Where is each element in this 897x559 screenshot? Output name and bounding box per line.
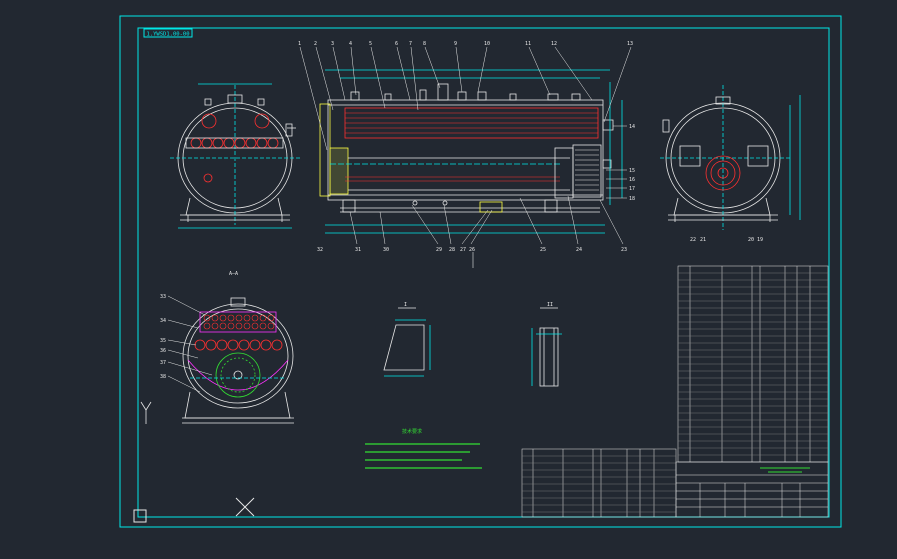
end-view-callouts: 22 21 20 19 bbox=[690, 237, 763, 243]
callout-1: 1 bbox=[298, 41, 301, 47]
callout-24: 24 bbox=[576, 247, 582, 253]
callout-28: 28 bbox=[449, 247, 455, 253]
crosshair-cursor bbox=[235, 497, 255, 517]
callout-13: 13 bbox=[627, 41, 633, 47]
title-block bbox=[675, 461, 829, 518]
rear-end-view bbox=[660, 85, 801, 230]
callout-37: 37 bbox=[160, 360, 166, 366]
callout-5: 5 bbox=[369, 41, 372, 47]
detail-view-i bbox=[383, 307, 431, 377]
callout-3: 3 bbox=[331, 41, 334, 47]
top-callouts: 1 2 3 4 5 6 7 8 9 10 11 12 13 bbox=[298, 41, 633, 47]
bottom-callouts: 31 30 29 28 27 26 25 24 23 bbox=[355, 247, 627, 253]
parts-list-right bbox=[677, 265, 829, 463]
callout-17: 17 bbox=[629, 186, 635, 192]
outer-frame bbox=[119, 15, 842, 528]
callout-12: 12 bbox=[551, 41, 557, 47]
section-leaders bbox=[167, 295, 213, 393]
top-leaders bbox=[299, 46, 632, 151]
callout-31: 31 bbox=[355, 247, 361, 253]
detail-view-ii bbox=[531, 307, 562, 387]
right-callouts: 14 15 16 17 18 bbox=[629, 124, 635, 202]
callout-19: 19 bbox=[757, 237, 763, 243]
code-label-box bbox=[143, 28, 193, 38]
callout-7: 7 bbox=[409, 41, 412, 47]
callout-34: 34 bbox=[160, 318, 166, 324]
callout-38: 38 bbox=[160, 374, 166, 380]
callout-8: 8 bbox=[423, 41, 426, 47]
callout-33: 33 bbox=[160, 294, 166, 300]
callout-11: 11 bbox=[525, 41, 531, 47]
callout-25: 25 bbox=[540, 247, 546, 253]
callout-6: 6 bbox=[395, 41, 398, 47]
callout-14: 14 bbox=[629, 124, 635, 130]
section-a-a-view bbox=[182, 297, 294, 424]
callout-23: 23 bbox=[621, 247, 627, 253]
callout-32: 32 bbox=[317, 247, 323, 253]
callout-16: 16 bbox=[629, 177, 635, 183]
inner-frame bbox=[137, 27, 830, 518]
callout-36: 36 bbox=[160, 348, 166, 354]
ucs-icon bbox=[140, 401, 152, 424]
callout-35: 35 bbox=[160, 338, 166, 344]
callout-15: 15 bbox=[629, 168, 635, 174]
side-elevation-view bbox=[319, 69, 623, 234]
callout-20: 20 bbox=[748, 237, 754, 243]
bottom-leaders bbox=[349, 195, 624, 245]
callout-27: 27 bbox=[460, 247, 466, 253]
technical-notes bbox=[365, 443, 482, 469]
detail-view-i-label: I bbox=[404, 302, 407, 308]
corner-square bbox=[133, 509, 147, 523]
callout-21: 21 bbox=[700, 237, 706, 243]
drawing-code-label: 1.YWSD1.00-00 bbox=[146, 32, 189, 38]
callout-10: 10 bbox=[484, 41, 490, 47]
callout-30: 30 bbox=[383, 247, 389, 253]
front-end-view bbox=[170, 83, 300, 229]
right-leaders bbox=[606, 125, 627, 199]
callout-9: 9 bbox=[454, 41, 457, 47]
title-block-text bbox=[760, 467, 810, 473]
parts-list-bottom bbox=[521, 448, 677, 518]
callout-18: 18 bbox=[629, 196, 635, 202]
detail-view-ii-label: II bbox=[547, 302, 553, 308]
callout-2: 2 bbox=[314, 41, 317, 47]
callout-26: 26 bbox=[469, 247, 475, 253]
notes-title: 技术要求 bbox=[402, 428, 422, 435]
callout-4: 4 bbox=[349, 41, 352, 47]
section-label: A—A bbox=[229, 271, 238, 277]
section-callouts: 33 34 35 36 37 38 bbox=[160, 294, 166, 380]
callout-22: 22 bbox=[690, 237, 696, 243]
callout-29: 29 bbox=[436, 247, 442, 253]
